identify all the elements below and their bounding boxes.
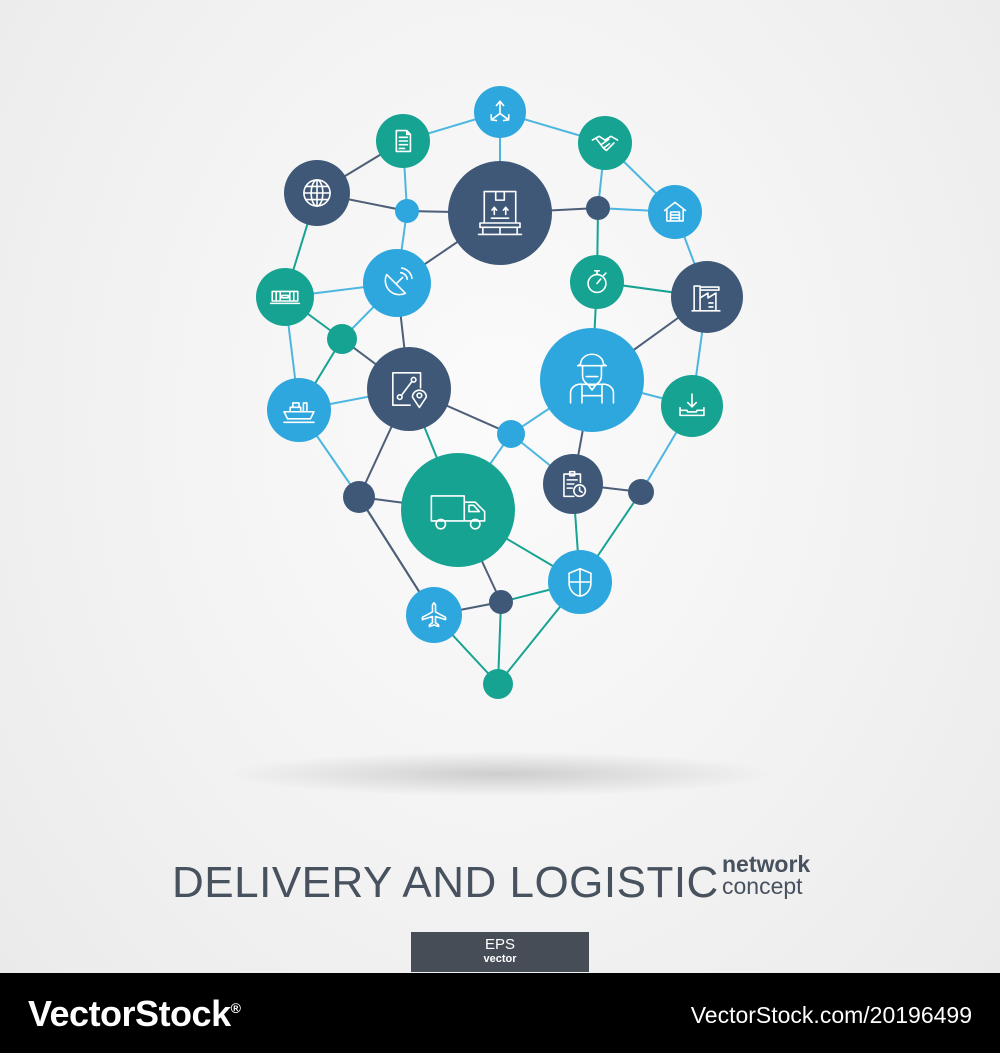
freight-container-icon: [269, 290, 301, 305]
subtitle-network: network: [722, 851, 811, 877]
node-factory: [671, 261, 743, 333]
inbox-download-icon: [679, 393, 705, 417]
node-handshake: [578, 116, 632, 170]
route-map-pin-icon: [392, 372, 428, 409]
warehouse-icon: [663, 201, 687, 222]
node-container: [256, 268, 314, 326]
vectorstock-logo: VectorStock®: [28, 993, 241, 1035]
node-truck: [401, 453, 515, 567]
node-ship: [267, 378, 331, 442]
delivery-truck-icon: [430, 495, 486, 530]
brand-name: VectorStock: [28, 993, 231, 1034]
eps-label: EPS: [484, 936, 515, 953]
junction-dot-dot-navy-right: [628, 479, 654, 505]
document-icon: [395, 129, 412, 153]
junction-dot-dot-navy-top: [586, 196, 610, 220]
globe-icon: [303, 179, 331, 207]
network-nodes: [256, 86, 743, 699]
directions-icon: [490, 100, 510, 122]
airplane-icon: [421, 601, 447, 628]
node-stopwatch: [570, 255, 624, 309]
cargo-ship-icon: [283, 402, 315, 424]
satellite-dish-icon: [384, 267, 413, 296]
title-row: DELIVERY AND LOGISTIC network concept: [0, 850, 1000, 910]
junction-dot-dot-teal-tip: [483, 669, 513, 699]
junction-dot-dot-navy-bottom: [489, 590, 513, 614]
vector-label: vector: [483, 953, 517, 965]
shield-icon: [568, 567, 592, 597]
eps-badge: EPS vector: [411, 932, 589, 972]
network-diagram: [256, 86, 743, 699]
clipboard-time-icon: [563, 470, 587, 498]
junction-dot-dot-blue-top: [395, 199, 419, 223]
junction-dot-dot-navy-left: [343, 481, 375, 513]
footer-bar: VectorStock® VectorStock.com/20196499: [0, 973, 1000, 1053]
subtitle-concept: concept: [722, 873, 803, 899]
image-url: VectorStock.com/20196499: [690, 1002, 972, 1028]
factory-icon: [691, 285, 721, 312]
stopwatch-icon: [587, 270, 607, 294]
package-box-icon: [477, 190, 523, 236]
junction-dot-dot-blue-mid: [497, 420, 525, 448]
node-courier: [540, 328, 644, 432]
junction-dot-dot-teal-left: [327, 324, 357, 354]
main-title: DELIVERY AND LOGISTIC: [172, 858, 719, 907]
node-box: [448, 161, 552, 265]
node-route: [367, 347, 451, 431]
handshake-icon: [591, 135, 619, 152]
pin-shadow: [230, 752, 770, 796]
subtitle: network concept: [722, 851, 811, 899]
courier-person-icon: [569, 353, 615, 404]
node-plane: [406, 587, 462, 643]
registered-mark: ®: [230, 1000, 241, 1016]
